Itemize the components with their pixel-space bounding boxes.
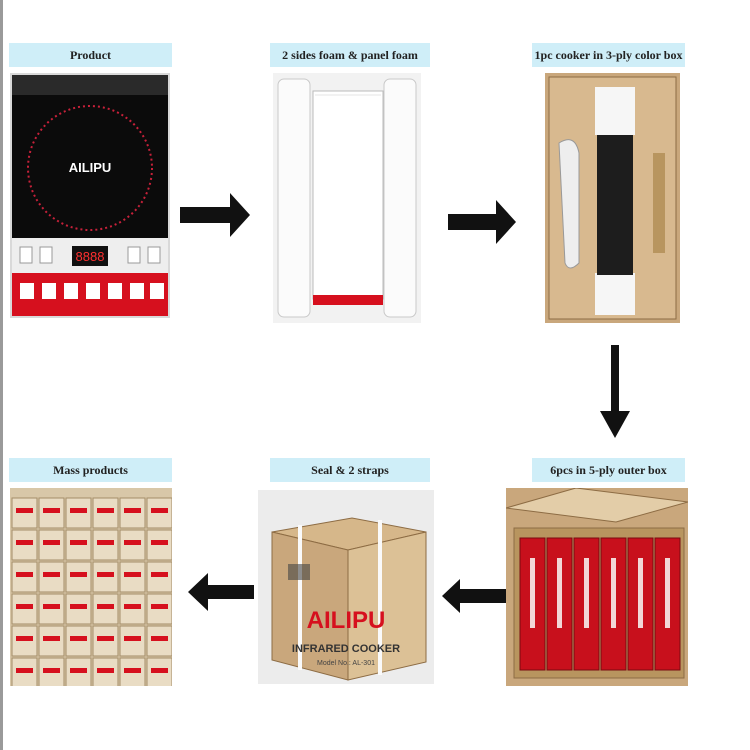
carton-logo-mark xyxy=(70,604,87,609)
carton-logo-mark xyxy=(43,572,60,577)
mass-products-photo xyxy=(10,488,172,686)
carton-logo-mark xyxy=(124,508,141,513)
carton-logo-mark xyxy=(97,668,114,673)
carton-logo-mark xyxy=(43,508,60,513)
carton-logo-mark xyxy=(124,668,141,673)
display-digits: 8888 xyxy=(76,249,105,264)
carton-logo-mark xyxy=(151,572,168,577)
step-label-outer-box: 6pcs in 5-ply outer box xyxy=(532,458,685,482)
carton-logo-mark xyxy=(16,668,33,673)
carton-logo-mark xyxy=(43,604,60,609)
arrow-left-icon xyxy=(186,572,256,612)
carton-logo-mark xyxy=(70,572,87,577)
carton-logo-mark xyxy=(97,636,114,641)
step-label-mass: Mass products xyxy=(9,458,172,482)
arrow-left-icon xyxy=(440,578,508,614)
foam-photo xyxy=(273,73,421,323)
carton-logo-mark xyxy=(16,508,33,513)
box-label-strip xyxy=(638,558,643,628)
carton-logo-mark xyxy=(124,540,141,545)
product-brand: AILIPU xyxy=(69,160,112,175)
box-label-strip xyxy=(611,558,616,628)
box-label-strip xyxy=(584,558,589,628)
carton-product-name: INFRARED COOKER xyxy=(292,643,400,655)
step-label-foam: 2 sides foam & panel foam xyxy=(270,43,430,67)
carton-logo-mark xyxy=(16,604,33,609)
carton-logo-mark xyxy=(43,668,60,673)
carton-logo-mark xyxy=(97,604,114,609)
step-label-product: Product xyxy=(9,43,172,67)
carton-logo-mark xyxy=(151,508,168,513)
carton-logo-mark xyxy=(151,668,168,673)
outer-box-photo xyxy=(506,488,688,686)
carton-logo-mark xyxy=(97,572,114,577)
carton-logo-mark xyxy=(43,636,60,641)
carton-logo-mark xyxy=(124,636,141,641)
carton-logo-mark xyxy=(16,540,33,545)
arrow-down-icon xyxy=(598,345,632,440)
carton-logo-mark xyxy=(151,604,168,609)
sealed-carton-photo: AILIPU INFRARED COOKER Model No.: AL-301 xyxy=(258,490,434,684)
step-label-seal: Seal & 2 straps xyxy=(270,458,430,482)
carton-logo-mark xyxy=(43,540,60,545)
carton-logo-mark xyxy=(70,508,87,513)
carton-brand: AILIPU xyxy=(307,607,386,634)
carton-logo-mark xyxy=(97,508,114,513)
color-box-photo xyxy=(545,73,680,323)
carton-logo-mark xyxy=(151,636,168,641)
box-label-strip xyxy=(557,558,562,628)
carton-logo-mark xyxy=(97,540,114,545)
box-label-strip xyxy=(530,558,535,628)
arrow-right-icon xyxy=(448,197,518,247)
left-border xyxy=(0,0,3,750)
product-photo: AILIPU 8888 xyxy=(10,73,170,318)
carton-logo-mark xyxy=(70,540,87,545)
carton-logo-mark xyxy=(16,636,33,641)
carton-logo-mark xyxy=(70,668,87,673)
box-label-strip xyxy=(665,558,670,628)
carton-logo-mark xyxy=(16,572,33,577)
carton-logo-mark xyxy=(151,540,168,545)
arrow-right-icon xyxy=(180,190,252,240)
carton-logo-mark xyxy=(70,636,87,641)
carton-logo-mark xyxy=(124,604,141,609)
carton-model: Model No.: AL-301 xyxy=(317,660,375,667)
carton-logo-mark xyxy=(124,572,141,577)
step-label-color-box: 1pc cooker in 3-ply color box xyxy=(532,43,685,67)
